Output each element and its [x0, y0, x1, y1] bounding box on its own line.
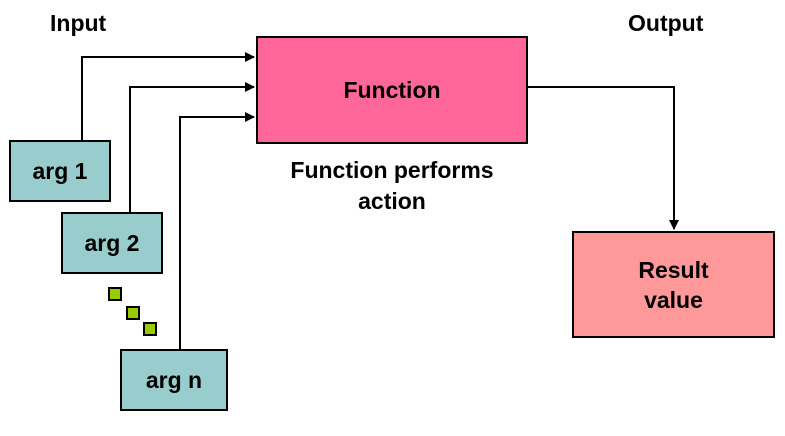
ellipsis-dot-2 [126, 306, 140, 320]
arg-1-box: arg 1 [9, 140, 111, 202]
result-line-1: Result [638, 256, 709, 283]
ellipsis-dot-3 [143, 322, 157, 336]
arg-n-box: arg n [120, 349, 228, 411]
arg1-to-function-arrow [81, 52, 255, 140]
arg-n-label: arg n [145, 367, 203, 393]
function-caption-line-2: action [358, 188, 426, 214]
ellipsis-dot-1 [108, 287, 122, 301]
arg2-to-function-arrow [129, 82, 255, 212]
function-caption: Function performs action [256, 155, 528, 217]
function-to-result-arrow [528, 86, 679, 230]
result-line-2: value [644, 286, 703, 313]
arg-1-label: arg 1 [32, 158, 88, 184]
function-label: Function [343, 77, 441, 103]
arg-2-label: arg 2 [84, 230, 140, 256]
input-label: Input [50, 10, 107, 36]
arg-2-box: arg 2 [61, 212, 163, 274]
argn-to-function-arrow [179, 112, 255, 349]
function-box: Function [256, 36, 528, 144]
function-caption-line-1: Function performs [290, 157, 494, 183]
result-box: Result value [572, 231, 775, 338]
output-label: Output [628, 10, 704, 36]
